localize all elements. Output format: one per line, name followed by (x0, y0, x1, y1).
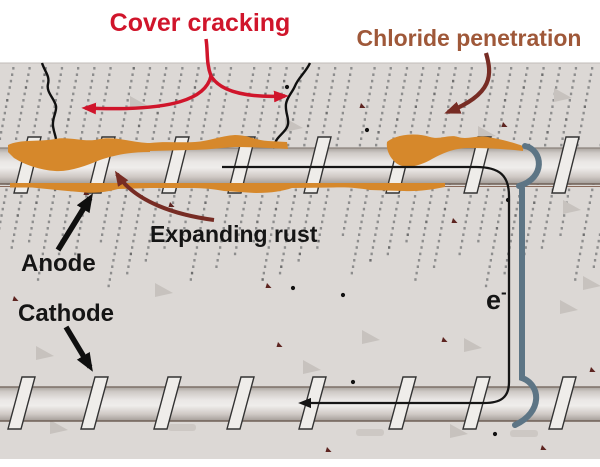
expanding-rust-label: Expanding rust (150, 221, 318, 247)
cover-cracking-arrows (81, 38, 289, 115)
electron-label: e- (486, 283, 507, 315)
anode-arrow (55, 193, 93, 252)
anode-label: Anode (21, 250, 96, 277)
crack-right (271, 62, 312, 149)
current-loop-top-hook (516, 143, 542, 189)
cover-cracking-arrow-stem (204, 38, 213, 77)
chloride-penetration-label: Chloride penetration (357, 25, 582, 51)
rust-blob-right (386, 134, 523, 167)
cover-cracking-arrow-left (81, 75, 213, 115)
cover-cracking-label: Cover cracking (110, 9, 291, 37)
current-loop (512, 143, 542, 428)
chloride-penetration-arrow (444, 52, 492, 114)
cathode-arrow (63, 325, 93, 372)
electron-flow-path (222, 165, 511, 409)
top-rebar-stirrups (13, 136, 580, 194)
rust-blob-left (8, 138, 150, 172)
expanding-rust-arrow (114, 170, 215, 222)
cathode-label: Cathode (18, 300, 114, 327)
current-loop-stem-bottom-hook (512, 185, 540, 428)
electron-letter: e (486, 285, 501, 315)
rust-deposits (8, 134, 523, 193)
cover-cracking-arrow-right (209, 74, 289, 103)
rust-band-middle (150, 135, 288, 151)
bottom-rebar (0, 376, 600, 430)
electron-superscript: - (501, 283, 507, 302)
